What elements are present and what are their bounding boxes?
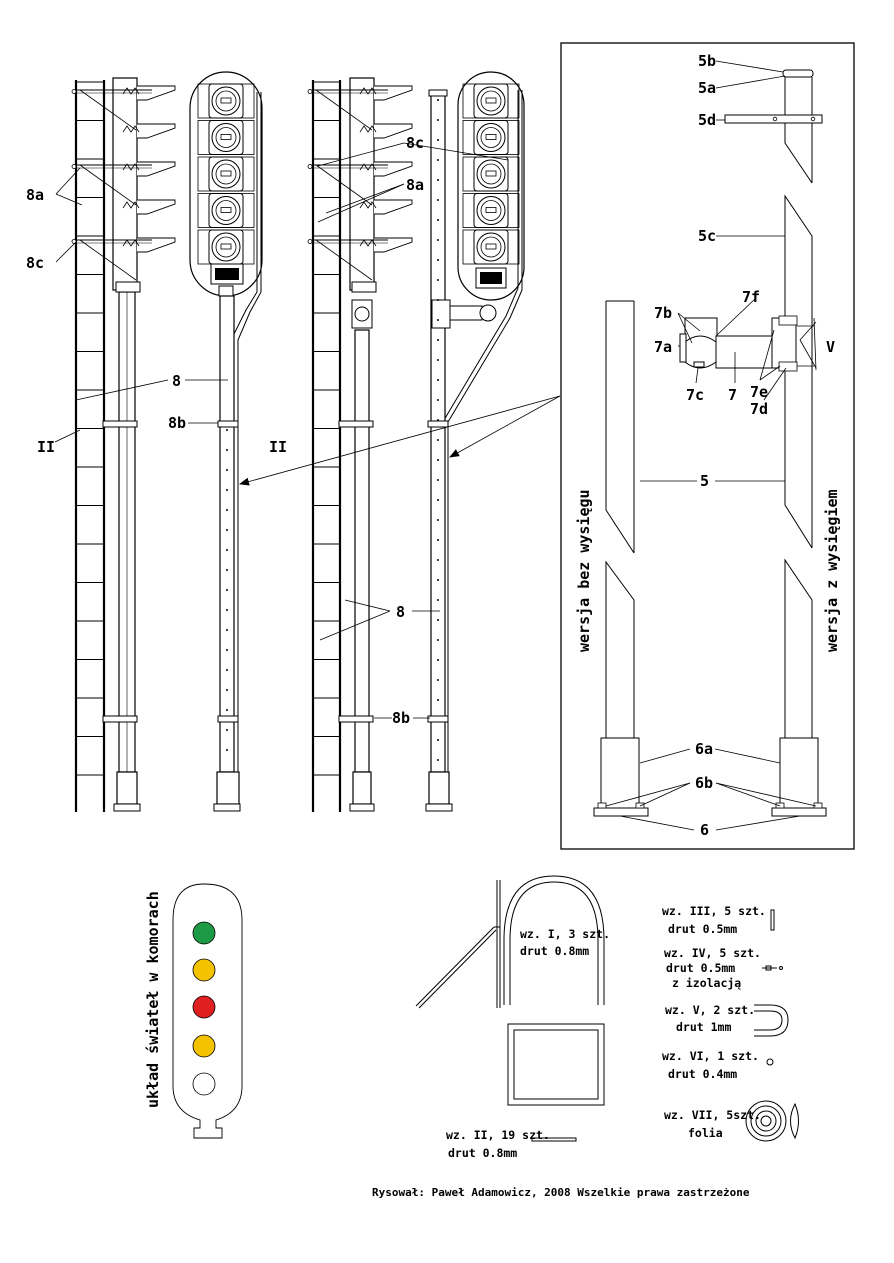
label-V: V [826,338,835,356]
label-8a-mid: 8a [406,176,424,194]
wire-part-labels: wz. I, 3 szt. drut 0.8mm wz. II, 19 szt.… [446,904,766,1160]
wire-parts [415,875,799,1142]
label-8c-mid: 8c [406,134,424,152]
wz6-line2: drut 0.4mm [668,1067,737,1081]
light-4 [192,1034,216,1058]
label-5b: 5b [698,52,716,70]
wz1-line1: wz. I, 3 szt. [520,927,610,941]
wz2-line2: drut 0.8mm [448,1146,517,1160]
label-II-a: II [37,438,55,456]
label-7d: 7d [750,400,768,418]
label-6b: 6b [695,774,713,792]
label-II-b: II [269,438,287,456]
label-5: 5 [700,472,709,490]
wz5-line1: wz. V, 2 szt. [665,1003,755,1017]
label-7: 7 [728,386,737,404]
label-6: 6 [700,821,709,839]
mast-view-1 [71,77,176,812]
label-8-b: 8 [396,603,405,621]
label-8c-left: 8c [26,254,44,272]
label-6a: 6a [695,740,713,758]
wz6-line1: wz. VI, 1 szt. [662,1049,759,1063]
lights-layout: układ świateł w komorach [144,883,243,1139]
wz7-line1: wz. VII, 5szt. [664,1108,761,1122]
lights-caption: układ świateł w komorach [144,891,162,1108]
wz3-line2: drut 0.5mm [668,922,737,936]
detail-box: 5b 5a 5d 5c 7b 7f 7a V 7c 7 7e 7d 5 6a 6… [560,42,855,850]
mast-view-2 [189,71,263,812]
label-5a: 5a [698,79,716,97]
wz2-line1: wz. II, 19 szt. [446,1128,550,1142]
wz4-line1: wz. IV, 5 szt. [664,946,761,960]
wz4-line2: drut 0.5mm [666,961,735,975]
light-3 [192,995,216,1019]
wz7-line2: folia [688,1126,723,1140]
label-7f: 7f [742,288,760,306]
wz4-line3: z izolacją [672,976,741,990]
label-7e: 7e [750,383,768,401]
wz3-line1: wz. III, 5 szt. [662,904,766,918]
leader-lines [54,142,561,719]
light-2 [192,958,216,982]
label-5c: 5c [698,227,716,245]
mast-view-4 [425,71,525,812]
label-8b-b: 8b [392,709,410,727]
mast-view-3 [307,77,413,812]
label-5d: 5d [698,111,716,129]
light-1 [192,921,216,945]
light-5 [192,1072,216,1096]
figure-labels: 8a 8c 8 8b II II 8c 8a 8 8b [26,134,424,727]
label-7a: 7a [654,338,672,356]
label-8-a: 8 [172,372,181,390]
label-version-left: wersja bez wysięgu [575,489,593,652]
label-7c: 7c [686,386,704,404]
label-8a-left: 8a [26,186,44,204]
label-version-right: wersja z wysięgiem [823,489,841,652]
wz5-line2: drut 1mm [676,1020,731,1034]
label-7b: 7b [654,304,672,322]
wz1-line2: drut 0.8mm [520,944,589,958]
credit-line: Rysował: Paweł Adamowicz, 2008 Wszelkie … [372,1186,750,1199]
label-8b-a: 8b [168,414,186,432]
